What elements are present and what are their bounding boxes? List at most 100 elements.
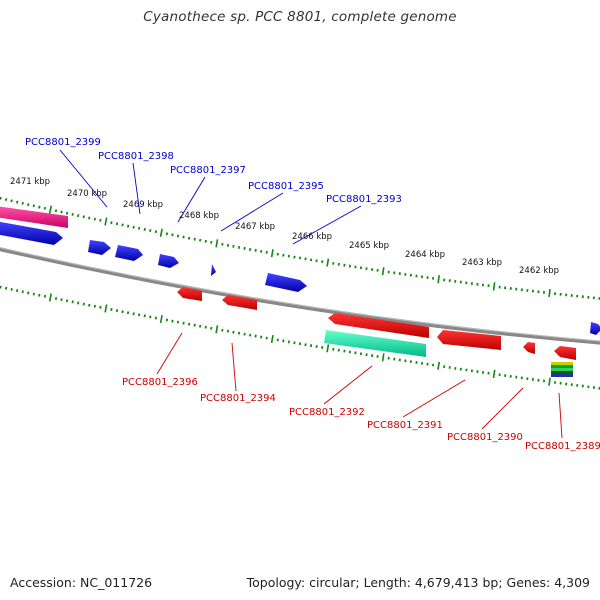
minor-tick [65, 299, 69, 303]
kbp-label: 2465 kbp [349, 241, 389, 251]
minor-tick [21, 201, 24, 205]
forward-gene-label[interactable]: PCC8801_2397 [170, 165, 246, 176]
reverse-gene-label[interactable]: PCC8801_2392 [289, 407, 365, 418]
minor-tick [38, 293, 41, 297]
minor-tick [193, 237, 196, 241]
kbp-label: 2464 kbp [405, 250, 445, 260]
kbp-label: 2463 kbp [462, 258, 502, 268]
minor-tick [149, 229, 152, 232]
minor-tick [4, 286, 8, 290]
forward-gene-arrow[interactable] [0, 221, 63, 245]
label-leader-line [558, 392, 563, 439]
minor-tick [16, 289, 19, 293]
minor-tick [171, 233, 174, 237]
forward-gene-label[interactable]: PCC8801_2398 [98, 151, 174, 162]
genome-backbone [0, 247, 600, 345]
minor-tick [71, 213, 74, 216]
minor-tick [210, 240, 213, 244]
minor-tick [38, 205, 41, 209]
minor-tick [149, 315, 152, 319]
minor-tick [126, 311, 130, 315]
minor-tick [254, 334, 257, 338]
forward-gene-label[interactable]: PCC8801_2393 [326, 194, 402, 205]
minor-tick [0, 285, 2, 289]
minor-tick [27, 291, 30, 295]
minor-tick [143, 314, 146, 318]
major-tick [548, 377, 551, 386]
minor-tick [232, 330, 235, 334]
minor-tick [93, 304, 96, 308]
label-leader-line [292, 205, 362, 245]
forward-gene-arrow[interactable] [158, 254, 179, 268]
major-tick [215, 239, 219, 248]
minor-tick [32, 292, 35, 296]
minor-tick [10, 199, 13, 203]
reverse-gene-arrow[interactable] [554, 346, 576, 360]
forward-gene-label[interactable]: PCC8801_2399 [25, 137, 101, 148]
minor-tick [199, 238, 202, 242]
minor-tick [282, 339, 285, 343]
minor-tick [182, 235, 185, 239]
forward-gene-arrow[interactable] [211, 264, 216, 276]
reverse-gene-arrow[interactable] [437, 330, 501, 350]
rna-gene[interactable] [0, 206, 68, 228]
minor-tick [82, 215, 85, 219]
major-tick [215, 325, 219, 334]
minor-tick [110, 308, 113, 311]
minor-tick [138, 226, 141, 230]
kbp-label: 2466 kbp [292, 232, 332, 242]
stacked-features[interactable] [551, 362, 573, 377]
reverse-gene-arrow[interactable] [177, 287, 202, 301]
accession-text: Accession: NC_011726 [10, 575, 153, 590]
reverse-gene-arrow[interactable] [523, 342, 535, 354]
minor-tick [187, 236, 191, 240]
major-tick [381, 267, 385, 276]
genome-backbone-highlight [0, 247, 600, 342]
forward-genes [0, 221, 600, 335]
minor-tick [232, 244, 235, 248]
minor-tick [132, 225, 135, 229]
minor-tick [282, 253, 285, 257]
minor-tick [365, 353, 368, 357]
major-tick [492, 282, 496, 291]
reverse-gene-arrow[interactable] [328, 313, 429, 338]
forward-gene-label[interactable]: PCC8801_2395 [248, 181, 324, 192]
reverse-gene-label[interactable]: PCC8801_2390 [447, 432, 523, 443]
label-leader-line [323, 365, 373, 405]
minor-tick [121, 310, 124, 314]
label-leader-line [220, 192, 284, 232]
minor-tick [99, 218, 102, 222]
minor-tick [0, 196, 2, 200]
label-leader-line [156, 332, 183, 375]
label-leader-line [59, 149, 108, 208]
reverse-genes [177, 287, 576, 360]
minor-tick [354, 351, 357, 355]
minor-tick [143, 228, 146, 231]
minor-tick [10, 288, 13, 291]
forward-gene-arrow[interactable] [590, 322, 600, 335]
reverse-gene-label[interactable]: PCC8801_2394 [200, 393, 276, 404]
forward-gene-arrow[interactable] [88, 240, 111, 255]
reverse-gene-arrow[interactable] [222, 295, 257, 310]
major-tick [326, 258, 330, 267]
minor-tick [54, 209, 58, 213]
minor-tick [121, 223, 124, 227]
label-leader-line [481, 387, 524, 430]
minor-tick [43, 294, 47, 298]
minor-tick [304, 343, 307, 347]
forward-gene-arrow[interactable] [265, 273, 307, 292]
forward-gene-arrow[interactable] [115, 245, 143, 261]
reverse-gene-label[interactable]: PCC8801_2391 [367, 420, 443, 431]
minor-tick [82, 302, 85, 306]
label-leader-line [402, 379, 466, 418]
pseudo-gene[interactable] [324, 330, 426, 357]
minor-tick [93, 217, 96, 221]
major-tick [48, 205, 53, 214]
label-leader-line [177, 176, 206, 223]
minor-tick [132, 312, 135, 316]
reverse-gene-label[interactable]: PCC8801_2396 [122, 377, 198, 388]
minor-tick [88, 303, 91, 307]
reverse-gene-label[interactable]: PCC8801_2389 [525, 441, 600, 452]
major-tick [104, 217, 108, 226]
